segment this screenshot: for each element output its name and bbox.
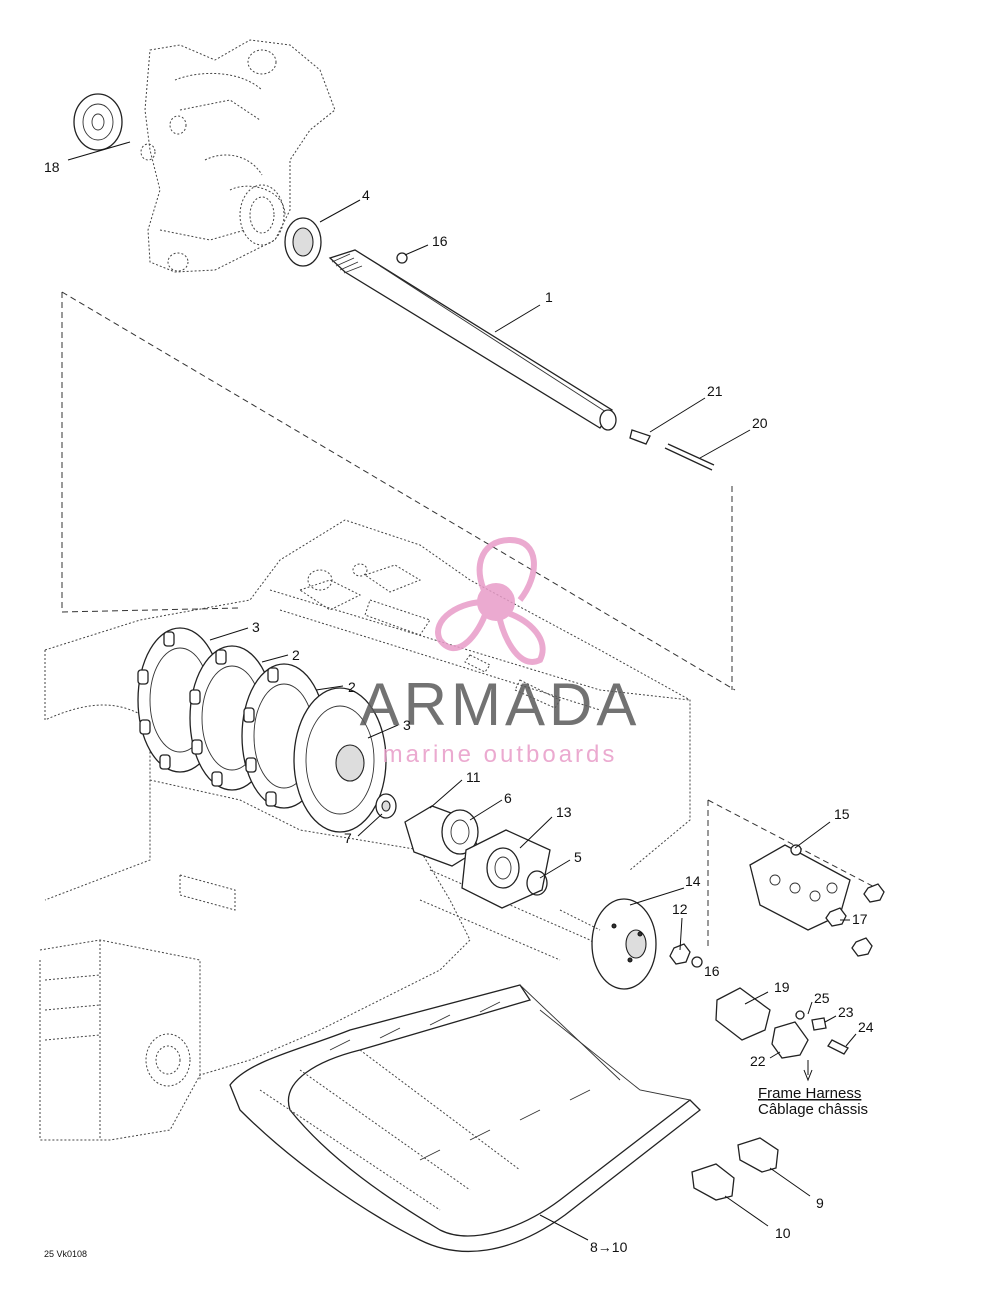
callout-17: 17 [852, 911, 868, 927]
callout-9: 9 [816, 1195, 824, 1211]
callout-20: 20 [752, 415, 768, 431]
seal-4 [284, 217, 322, 267]
callout-1: 1 [545, 289, 553, 305]
callout-5: 5 [574, 849, 582, 865]
watermark-subtitle: marine outboards [383, 741, 618, 768]
callout-24: 24 [858, 1019, 874, 1035]
drive-axle-1 [328, 249, 617, 431]
callout-10: 10 [775, 1225, 791, 1241]
callout-23: 23 [838, 1004, 854, 1020]
bearing-18 [73, 93, 123, 151]
callout-22: 22 [750, 1053, 766, 1069]
small-hardware [396, 252, 715, 968]
callout-21: 21 [707, 383, 723, 399]
frame-harness-label: Frame Harness Câblage châssis [758, 1085, 868, 1118]
callout-13: 13 [556, 804, 572, 820]
callout-3: 3 [252, 619, 260, 635]
speed-sensor-group [715, 987, 849, 1082]
leader-lines [67, 141, 857, 1241]
callout-11: 11 [466, 769, 481, 785]
callout-18: 18 [44, 159, 60, 175]
harness-label-en: Frame Harness [758, 1085, 861, 1102]
nut-12 [669, 943, 691, 965]
watermark-title: ARMADA [360, 671, 641, 738]
assembly-outline [61, 291, 881, 950]
callout-19: 19 [774, 979, 790, 995]
callout-2: 2 [348, 679, 356, 695]
clip-10 [691, 1163, 735, 1201]
callout-25: 25 [814, 990, 830, 1006]
harness-label-fr: Câblage châssis [758, 1101, 868, 1118]
callout-15: 15 [834, 806, 850, 822]
callout-3: 3 [403, 717, 411, 733]
callout-8-10: 8→10 [590, 1239, 628, 1255]
callout-16: 16 [704, 963, 720, 979]
callout-4: 4 [362, 187, 370, 203]
figure-code: 25 Vk0108 [44, 1249, 87, 1259]
clip-9 [737, 1137, 779, 1173]
callout-7: 7 [344, 830, 352, 846]
callout-6: 6 [504, 790, 512, 806]
callout-14: 14 [685, 873, 701, 889]
bearing-stack [375, 793, 551, 909]
callout-2: 2 [292, 647, 300, 663]
speedometer-wheel-14 [559, 898, 657, 990]
callout-16: 16 [432, 233, 448, 249]
propeller-icon [435, 536, 546, 665]
gearcase-housing [140, 39, 336, 273]
track-8 [229, 984, 701, 1253]
callout-labels: 1 2 2 3 3 4 5 6 7 8→10 9 10 11 12 13 14 … [44, 159, 874, 1255]
sprocket-assembly [137, 627, 387, 833]
watermark-logo: ARMADA marine outboards [360, 536, 641, 768]
callout-12: 12 [672, 901, 688, 917]
bracket-15 [749, 844, 885, 957]
